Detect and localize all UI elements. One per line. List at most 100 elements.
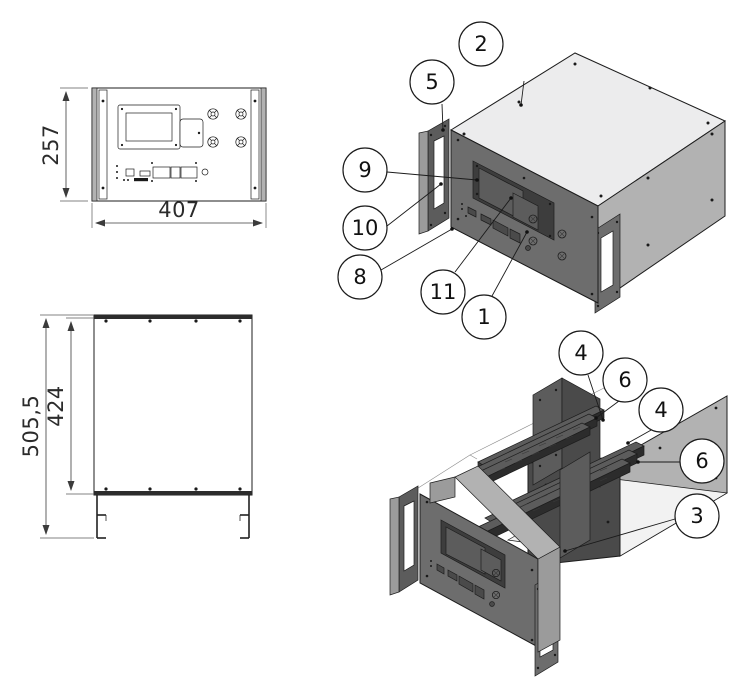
fan-guard (235, 136, 247, 148)
balloon-circle[interactable] (337, 254, 383, 300)
balloon-item-number: 9 (358, 158, 371, 182)
exp-connector-2 (447, 569, 458, 582)
connector-small (139, 170, 151, 177)
balloon-exploded-item-6[interactable]: 6 (594, 357, 648, 420)
balloon-assembled-item-5[interactable]: 5 (409, 59, 455, 132)
leader-line (454, 197, 512, 273)
exp-connector-3 (458, 575, 474, 593)
bezel-screw (174, 107, 178, 111)
connector-strip (116, 162, 209, 182)
iso-fan-guards (528, 214, 567, 261)
balloon-circle[interactable] (679, 438, 725, 484)
bezel-screw (174, 143, 178, 147)
side-screw (646, 243, 650, 247)
dimension-407: 407 (91, 198, 267, 228)
side-elevation-view: 505,5 424 (19, 314, 253, 539)
exploded-small-tab (429, 476, 456, 504)
balloon-circle[interactable] (342, 205, 388, 251)
panel-screw (590, 215, 594, 219)
balloon-circle[interactable] (342, 147, 388, 193)
bezel-screw (475, 192, 479, 196)
ear-hole (101, 186, 105, 190)
balloon-assembled-item-9[interactable]: 9 (342, 147, 479, 193)
balloon-circle[interactable] (458, 21, 504, 67)
dimension-424: 424 (44, 317, 94, 495)
bezel-screw (548, 234, 552, 238)
exploded-crossplate-front (559, 451, 591, 559)
side-screw (194, 487, 198, 491)
balloon-circle[interactable] (409, 59, 455, 105)
balloon-item-number: 5 (425, 70, 438, 94)
dimension-257: 257 (39, 87, 88, 202)
balloon-item-number: 8 (353, 265, 366, 289)
leader-terminator (519, 103, 523, 107)
led-indicator (123, 179, 125, 181)
leader-line (441, 103, 444, 131)
led-indicator (116, 177, 118, 179)
rack-ear-left (91, 87, 98, 202)
iso-led (465, 215, 467, 217)
balloon-circle[interactable] (674, 493, 720, 539)
panel-screw (456, 138, 460, 142)
top-screw (517, 100, 521, 104)
top-screw (462, 132, 466, 136)
exploded-bracket-flange (389, 496, 400, 596)
side-screw (646, 176, 650, 180)
bracket-screw (553, 653, 557, 657)
top-screw (573, 62, 577, 66)
balloon-circle[interactable] (558, 330, 604, 376)
bracket-screw (615, 290, 619, 294)
balloon-circle[interactable] (420, 269, 466, 315)
top-screw (599, 194, 603, 198)
balloon-exploded-item-4[interactable]: 4 (626, 387, 684, 445)
plate-screw (538, 464, 542, 468)
panel-screw (151, 162, 153, 164)
balloon-item-number: 4 (574, 341, 587, 365)
balloon-circle[interactable] (602, 357, 648, 403)
balloon-item-number: 3 (690, 504, 703, 528)
balloon-item-number: 6 (618, 368, 631, 392)
iso-connector-3 (492, 219, 509, 237)
led-indicator (127, 179, 129, 181)
panel-screw (530, 568, 534, 572)
fan-guard (235, 108, 247, 120)
rack-ear-right-slot (250, 89, 260, 200)
balloon-assembled-item-11[interactable]: 11 (420, 196, 513, 315)
leader-line (386, 171, 478, 181)
exp-connector-1 (436, 563, 445, 575)
side-screw (238, 487, 242, 491)
dimension-label-424: 424 (44, 385, 68, 427)
balloon-exploded-item-3[interactable]: 3 (563, 493, 720, 553)
dip-switch (134, 178, 148, 182)
panel-screw (425, 574, 429, 578)
balloon-assembled-item-2[interactable]: 2 (458, 21, 525, 107)
balloon-item-number: 11 (430, 280, 457, 304)
balloon-assembled-item-1[interactable]: 1 (461, 230, 529, 340)
leader-line (587, 374, 604, 421)
balloon-assembled-item-10[interactable]: 10 (342, 182, 443, 251)
leader-line (520, 80, 525, 106)
side-screw (710, 198, 714, 202)
fan-guard (207, 136, 219, 148)
leader-line (627, 428, 654, 444)
bezel-screw (475, 164, 479, 168)
keypad-module (179, 118, 204, 148)
exploded-front-side-flange (537, 546, 561, 653)
ear-hole (253, 186, 257, 190)
balloon-assembled-item-8[interactable]: 8 (337, 227, 454, 300)
balloon-circle[interactable] (461, 294, 507, 340)
bracket-screw (429, 133, 433, 137)
leader-line (491, 231, 528, 297)
iso-handle-slot-right (600, 230, 614, 293)
ear-hole (101, 99, 105, 103)
fan-guard-group (207, 108, 247, 148)
bezel-screw (548, 202, 552, 206)
leader-terminator (594, 416, 598, 420)
balloon-exploded-item-4[interactable]: 4 (558, 330, 605, 422)
rack-ear-right (260, 87, 267, 202)
leader-terminator (626, 441, 630, 445)
balloon-exploded-item-6[interactable]: 6 (636, 438, 725, 484)
balloon-circle[interactable] (638, 387, 684, 433)
panel-screw (530, 638, 534, 642)
